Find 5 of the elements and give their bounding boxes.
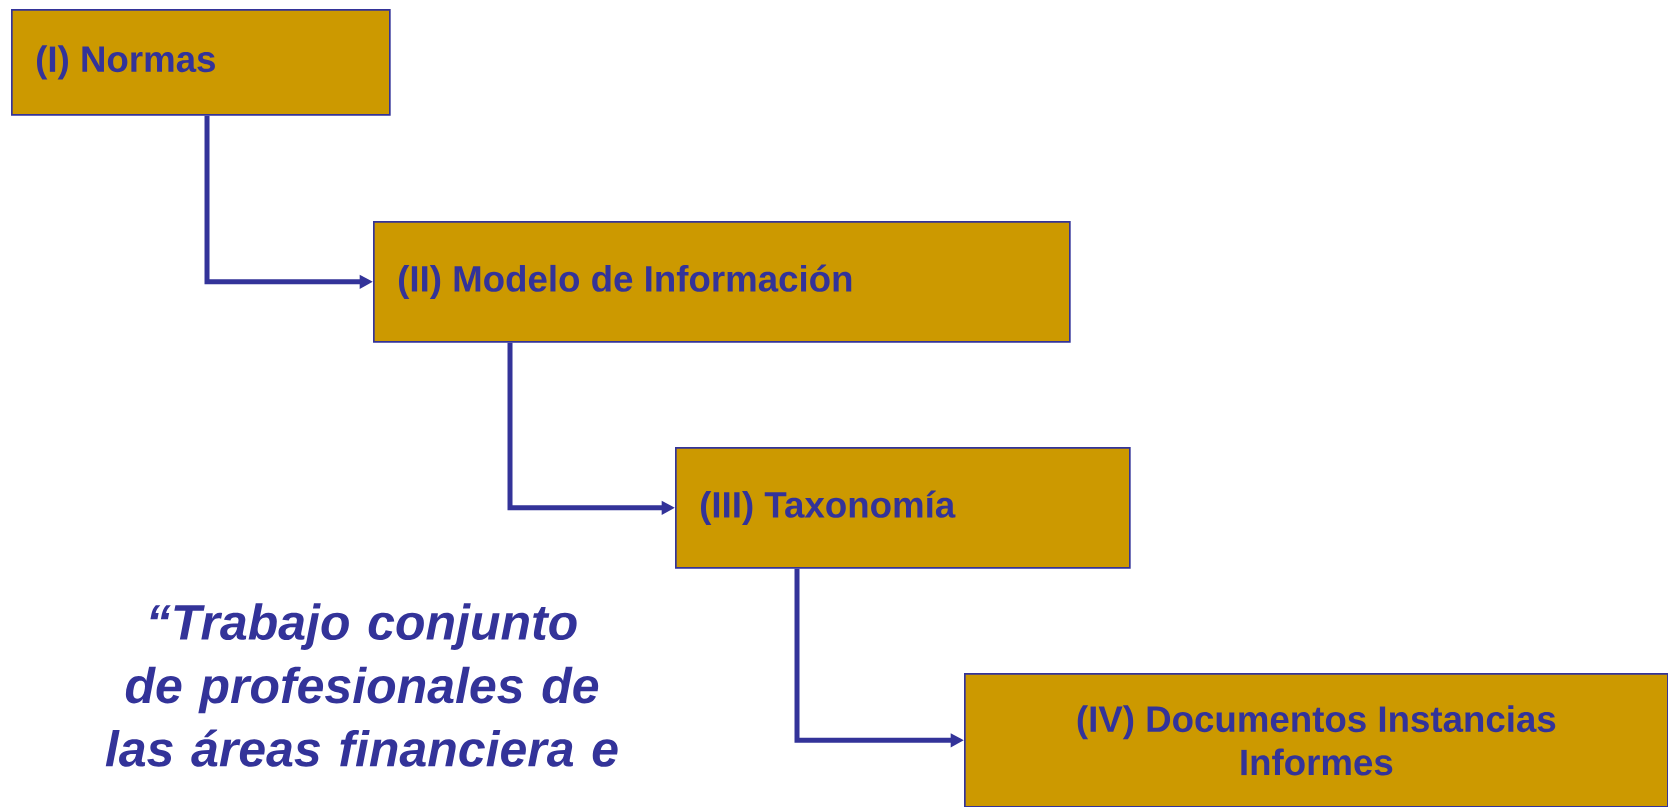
process-box: (I) Normas	[11, 9, 391, 116]
process-box: (IV) Documentos Instancias Informes	[964, 673, 1668, 807]
quote-text: “Trabajo conjunto de profesionales de las áreas financiera e	[105, 603, 618, 767]
process-box: (III) Taxonomía	[675, 447, 1131, 569]
process-box: (II) Modelo de Información	[373, 221, 1071, 343]
